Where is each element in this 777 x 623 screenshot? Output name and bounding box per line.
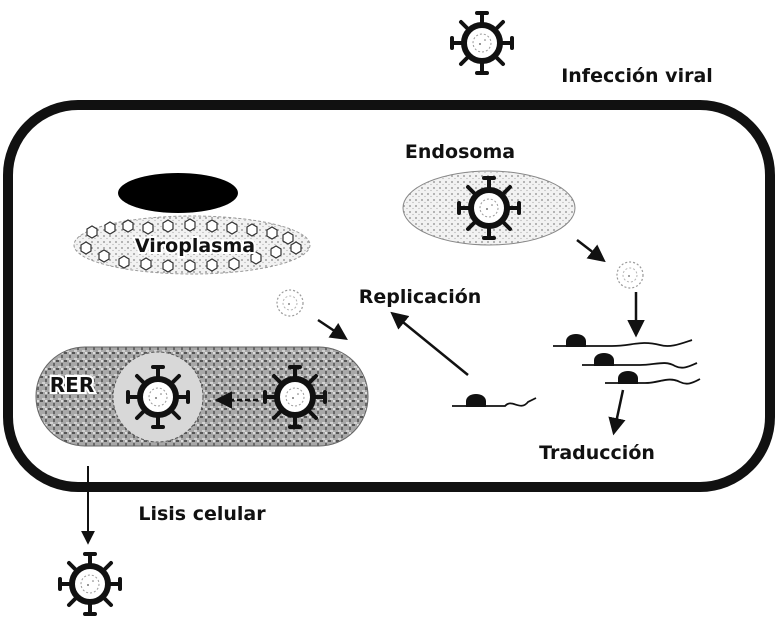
rna-particle-icon: [617, 262, 643, 288]
endosome-virus-icon: [459, 178, 519, 238]
endosome-label: Endosoma: [405, 141, 515, 163]
assembling-virus-icon: [265, 367, 325, 427]
infection-label: Infección viral: [561, 65, 713, 87]
replication-label: Replicación: [359, 286, 482, 308]
viroplasm-label: Viroplasma: [135, 235, 255, 257]
lysis-label: Lisis celular: [138, 503, 266, 525]
rna-particle-icon: [277, 290, 303, 316]
released-virus-icon: [60, 554, 120, 614]
nucleus: [118, 173, 238, 213]
translation-label: Traducción: [539, 442, 655, 464]
entering-virus-icon: [452, 13, 512, 73]
rer-label: RER: [50, 373, 94, 397]
rer-virus-icon: [128, 367, 188, 427]
